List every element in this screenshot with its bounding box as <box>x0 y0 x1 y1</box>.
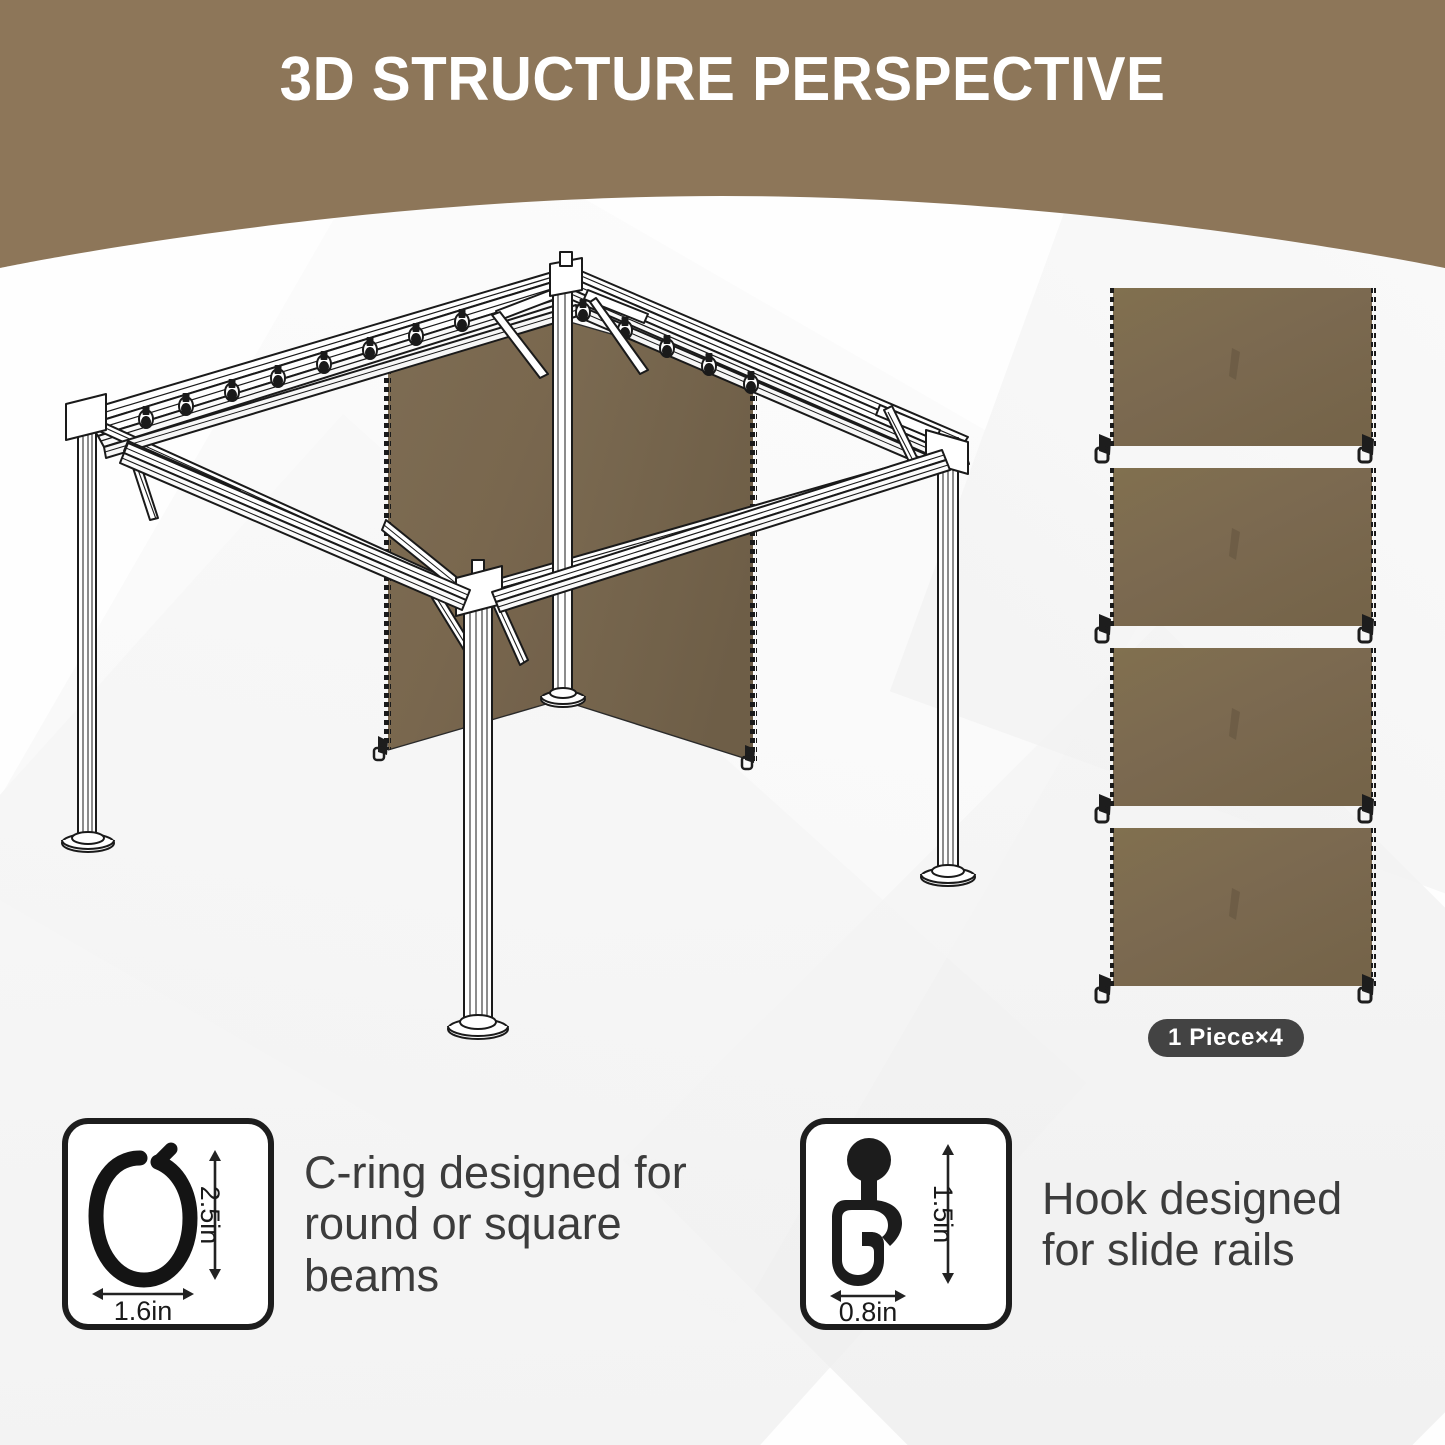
c-ring-height-label: 2.5in <box>195 1186 225 1245</box>
hook-height-label: 1.5in <box>928 1185 958 1244</box>
roof-rail-right-front <box>562 267 969 466</box>
apex-connector <box>549 251 583 297</box>
piece-count-badge: 1 Piece×4 <box>1148 1019 1304 1057</box>
post-right <box>920 437 976 887</box>
corner-connector-left <box>65 393 107 441</box>
corner-brace-apex-right <box>583 289 649 375</box>
hook-width-label: 0.8in <box>839 1297 898 1324</box>
hook-line-1: Hook designed <box>1042 1172 1343 1224</box>
c-ring-line-1: C-ring designed for <box>304 1147 687 1199</box>
header-shape <box>0 0 1445 268</box>
hook-icon: 1.5in 0.8in <box>830 1138 958 1327</box>
c-ring-icon: 2.5in 1.6in <box>88 1142 225 1326</box>
post-center-front <box>447 559 509 1040</box>
c-ring-line-3: beams <box>304 1249 440 1301</box>
zip-pull <box>1357 614 1374 644</box>
c-ring-description: C-ring designed for round or square beam… <box>304 1147 687 1301</box>
zip-pull <box>1094 614 1111 644</box>
zip-pull <box>1094 794 1111 824</box>
hook-line-2: for slide rails <box>1042 1224 1295 1275</box>
stack-panel <box>1094 828 1376 1004</box>
post-left <box>61 413 115 853</box>
c-ring-row-right <box>575 299 759 394</box>
panel-stack <box>1094 288 1376 1004</box>
c-ring-icon-box: 2.5in 1.6in <box>62 1118 274 1330</box>
low-rail-left <box>119 442 471 611</box>
stack-panel <box>1094 648 1376 824</box>
c-ring-width-label: 1.6in <box>114 1296 173 1324</box>
feature-c-ring: 2.5in 1.6in C-ring designed for round or… <box>62 1118 687 1330</box>
hook-icon-box: 1.5in 0.8in <box>800 1118 1012 1330</box>
c-ring-row-left <box>138 309 470 429</box>
feature-hook: 1.5in 0.8in Hook designed for slide rail… <box>800 1118 1342 1330</box>
zip-pull <box>1357 434 1374 464</box>
zip-pull <box>1094 434 1111 464</box>
c-ring-line-2: round or square <box>304 1198 622 1250</box>
stack-panel <box>1094 468 1376 644</box>
zip-pull <box>1094 974 1111 1004</box>
stack-panel <box>1094 288 1376 464</box>
header-band <box>0 0 1445 320</box>
zip-pull <box>1357 974 1374 1004</box>
hook-description: Hook designed for slide rails <box>1042 1173 1342 1276</box>
zip-pull <box>1357 794 1374 824</box>
low-rail-right <box>491 449 951 613</box>
page-title: 3D STRUCTURE PERSPECTIVE <box>279 45 1166 114</box>
